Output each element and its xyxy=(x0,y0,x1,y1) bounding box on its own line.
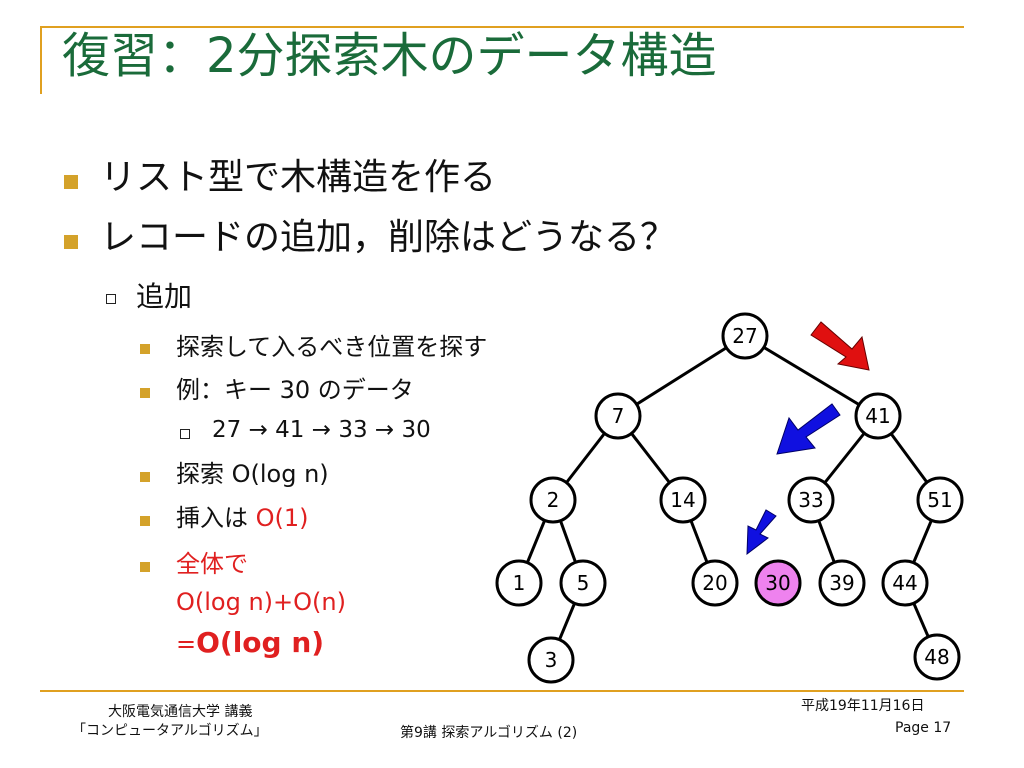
edge-27-41 xyxy=(744,334,879,418)
footer-date: 平成19年11月16日 xyxy=(801,698,925,714)
node-20-circle xyxy=(691,559,739,607)
item-example-key: 例：キー 30 のデータ xyxy=(176,376,414,404)
bullet-marker xyxy=(140,344,150,354)
node-label: 14 xyxy=(670,488,695,512)
item-search-position: 探索して入るべき位置を探す xyxy=(176,333,488,361)
node-label: 39 xyxy=(829,571,854,595)
insert-cost-value: O(1) xyxy=(255,504,309,532)
node-3-circle xyxy=(527,636,575,684)
sub-bullet-marker xyxy=(106,294,116,304)
blue-arrow-small-icon xyxy=(746,509,777,556)
node-7-circle xyxy=(594,392,642,440)
blue-arrow-icon xyxy=(776,403,841,455)
node-44-circle xyxy=(881,559,929,607)
total-result-value: O(log n) xyxy=(196,626,325,659)
bullet-marker xyxy=(140,472,150,482)
node-label: 5 xyxy=(577,571,590,595)
bullet-marker xyxy=(64,235,78,249)
insert-prefix: 挿入は xyxy=(176,504,256,532)
bullet-marker xyxy=(140,516,150,526)
footer-page-number: Page 17 xyxy=(895,720,952,736)
total-equals: = xyxy=(176,630,197,658)
title-top-border xyxy=(40,26,964,28)
node-41-circle xyxy=(854,392,902,440)
bullet-list-tree: リスト型で木構造を作る xyxy=(100,157,497,198)
edge-27-7 xyxy=(617,334,746,418)
node-label: 1 xyxy=(513,571,526,595)
node-label: 27 xyxy=(732,324,757,348)
sub-bullet-add: 追加 xyxy=(136,280,193,313)
tree-node-circles xyxy=(495,312,964,684)
bullet-marker xyxy=(64,175,78,189)
node-label: 7 xyxy=(612,404,625,428)
node-51-circle xyxy=(916,476,964,524)
node-label: 3 xyxy=(545,648,558,672)
title-left-border xyxy=(40,26,42,94)
bullet-marker xyxy=(140,562,150,572)
node-label: 2 xyxy=(547,488,560,512)
bullet-marker xyxy=(140,388,150,398)
footer-course: 「コンピュータアルゴリズム」 xyxy=(72,723,268,739)
item-total-result: =O(log n) xyxy=(176,625,324,660)
node-label: 33 xyxy=(798,488,823,512)
node-label: 20 xyxy=(702,571,727,595)
node-14-circle xyxy=(659,476,707,524)
item-search-cost: 探索 O(log n) xyxy=(176,460,329,488)
tree-edges xyxy=(517,334,942,661)
node-33-circle xyxy=(787,476,835,524)
footer-lecture: 第9講 探索アルゴリズム (2) xyxy=(400,725,578,741)
tree-node-labels: 27 7 41 2 14 33 51 1 5 20 30 39 44 3 48 xyxy=(513,324,953,672)
node-30-circle xyxy=(754,559,802,607)
node-5-circle xyxy=(559,559,607,607)
slide-title: 復習：2分探索木のデータ構造 xyxy=(62,28,717,84)
node-2-circle xyxy=(529,476,577,524)
node-label-highlighted: 30 xyxy=(765,571,790,595)
footer-university: 大阪電気通信大学 講義 xyxy=(108,704,253,720)
sub-bullet-marker xyxy=(180,429,190,439)
node-39-circle xyxy=(818,559,866,607)
item-total-expr: O(log n)+O(n) xyxy=(176,588,346,616)
bullet-record-ops: レコードの追加，削除はどうなる？ xyxy=(100,217,677,258)
node-label: 41 xyxy=(865,404,890,428)
node-1-circle xyxy=(495,559,543,607)
item-total-label: 全体で xyxy=(176,550,248,578)
node-label: 48 xyxy=(924,645,949,669)
node-label: 51 xyxy=(927,488,952,512)
item-insert-cost: 挿入は O(1) xyxy=(176,503,309,533)
node-label: 44 xyxy=(892,571,917,595)
item-search-path: 27 → 41 → 33 → 30 xyxy=(212,417,431,443)
footer-divider xyxy=(40,690,964,692)
node-27-circle xyxy=(721,312,769,360)
red-arrow-icon xyxy=(810,321,870,371)
node-48-circle xyxy=(913,633,961,681)
